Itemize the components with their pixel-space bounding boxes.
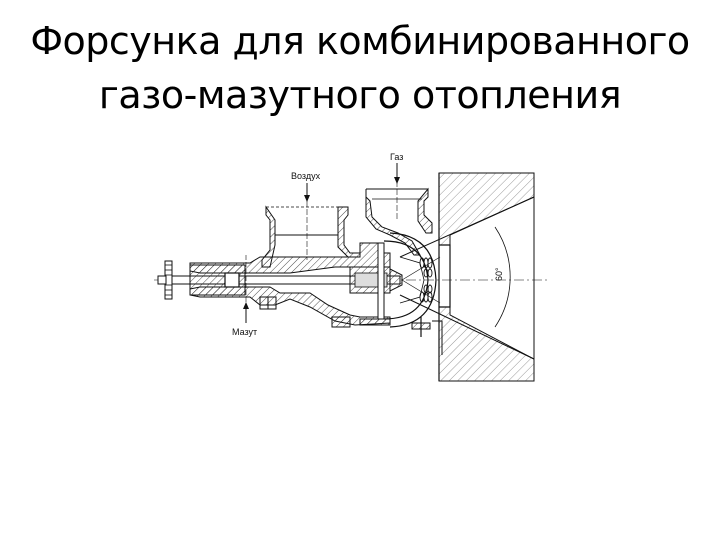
mounting-bolt xyxy=(411,317,443,355)
gas-label: Газ xyxy=(390,152,403,162)
spray-lines xyxy=(401,256,441,304)
title-line-2: газо-мазутного отопления xyxy=(98,73,622,117)
furnace-wall: 60° xyxy=(399,172,535,382)
angle-label: 60° xyxy=(494,267,504,281)
gas-inlet: Газ xyxy=(365,152,433,256)
fuel-oil-label: Мазут xyxy=(232,327,257,337)
slide-title: Форсунка для комбинированного газо-мазут… xyxy=(0,14,720,122)
title-line-1: Форсунка для комбинированного xyxy=(30,19,690,63)
handwheel xyxy=(157,260,173,300)
air-inlet: Воздух xyxy=(261,171,361,268)
burner-diagram: 60° Воздух Газ xyxy=(150,145,550,385)
air-label: Воздух xyxy=(291,171,321,181)
gas-chamber xyxy=(377,232,437,328)
fuel-oil-inlet: Мазут xyxy=(232,255,257,337)
